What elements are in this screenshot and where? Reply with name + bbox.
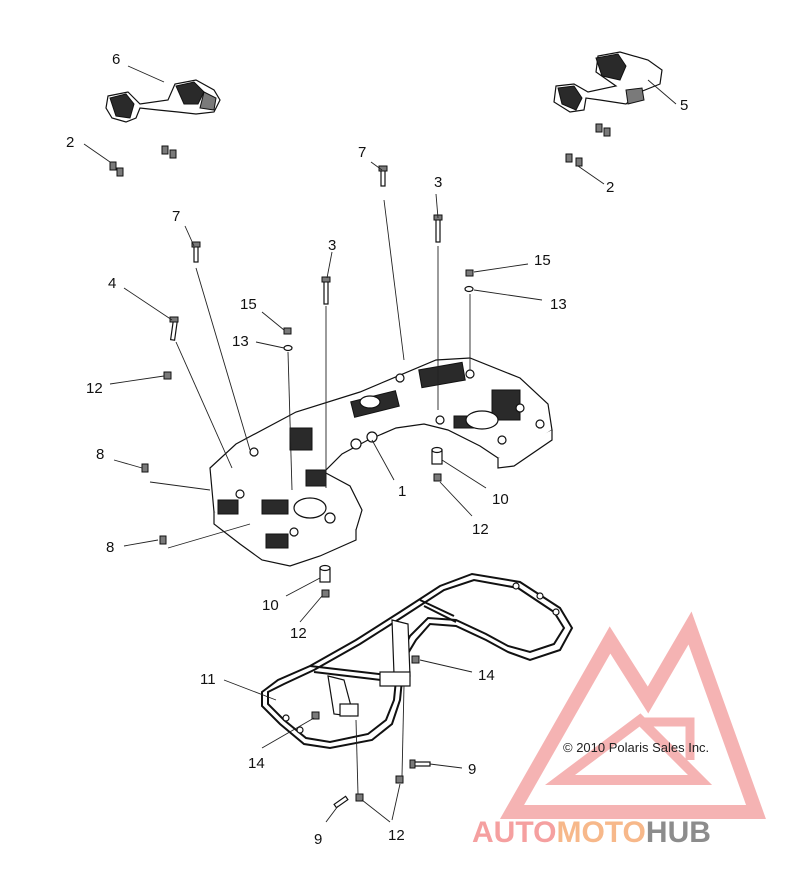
nut-12-mid [321,589,330,598]
bolt-4 [169,316,179,341]
callout-13-left: 13 [232,333,249,350]
callout-12-mid: 12 [290,625,307,642]
callout-12-upper: 12 [86,380,103,397]
callout-1: 1 [398,483,406,500]
clip-8-lower [159,535,167,545]
callout-14-left: 14 [248,755,265,772]
bolt-9-left [333,795,349,809]
screw-15-left [283,327,292,335]
bolt-7-lower [191,241,201,263]
callout-9-left: 9 [314,831,322,848]
callout-11: 11 [200,671,216,688]
bolt-3-left [321,276,331,305]
callout-6: 6 [112,51,120,68]
watermark-hub: HUB [646,816,711,849]
callout-3-left: 3 [328,237,336,254]
bolt-9-right [409,759,431,769]
callout-15-right: 15 [534,252,551,269]
callout-10-left: 10 [262,597,279,614]
callout-labels: 6 2 5 2 7 3 7 3 15 4 13 15 13 12 8 1 10 … [66,51,688,848]
bolt-7-upper [378,165,388,187]
callout-9-right: 9 [468,761,476,778]
callout-4: 4 [108,275,116,292]
callout-3-right: 3 [434,174,442,191]
bolt-3-right [433,214,443,243]
clip-14-right [411,655,420,664]
nut-12-lower [355,775,404,802]
clip-8-upper [141,463,149,473]
callout-12-lower: 12 [388,827,405,844]
callout-8-lower: 8 [106,539,114,556]
callout-7-lower: 7 [172,208,180,225]
callout-14-right: 14 [478,667,495,684]
nut-12-right [433,473,442,482]
spacer-10-left [319,564,331,583]
washer-13-left [283,344,293,352]
watermark-moto: MOTO [556,816,645,849]
part-11-rack-frame [261,572,574,750]
part-6-handle-left [105,79,221,123]
copyright-notice: © 2010 Polaris Sales Inc. [563,740,709,755]
part-1-rack-panel [209,357,553,567]
watermark-text: AUTOMOTOHUB [472,816,711,849]
callout-5: 5 [680,97,688,114]
screw-2-left [109,145,177,177]
part-5-handle-right [553,51,663,113]
screw-15-right [465,269,474,277]
spacer-10-right [431,446,443,465]
leader-lines [83,65,677,823]
callout-2-left: 2 [66,134,74,151]
callout-15-left: 15 [240,296,257,313]
clip-14-left [311,711,320,720]
watermark-logo [499,611,766,819]
callout-13-right: 13 [550,296,567,313]
nut-12-left [163,371,172,380]
callout-12-right: 12 [472,521,489,538]
callout-2-right: 2 [606,179,614,196]
callout-7-upper: 7 [358,144,366,161]
screw-2-right [565,123,611,167]
washer-13-right [464,285,474,293]
watermark-auto: AUTO [472,816,556,849]
callout-8-upper: 8 [96,446,104,463]
callout-10-right: 10 [492,491,509,508]
